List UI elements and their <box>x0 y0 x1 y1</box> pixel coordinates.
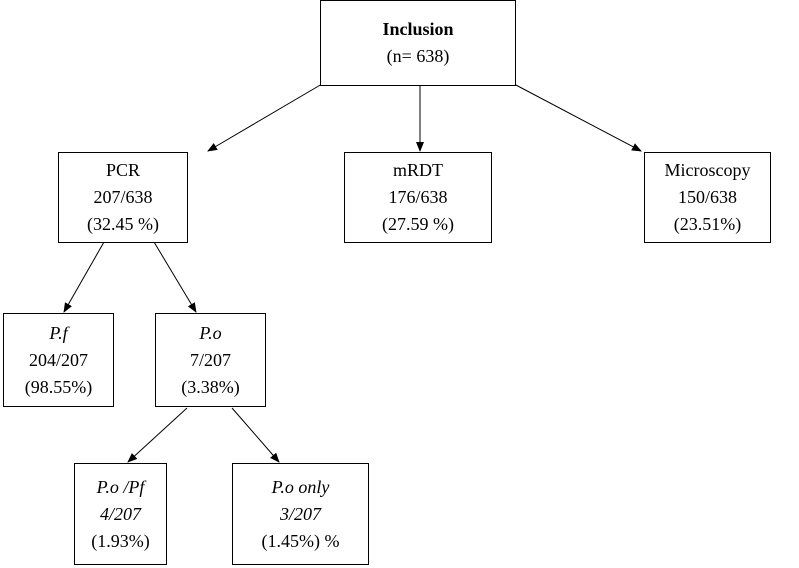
arrow-inclusion-to-microscopy <box>513 83 642 152</box>
pf-percent: (98.55%) <box>24 376 93 397</box>
mrdt-percent: (27.59 %) <box>382 214 454 234</box>
pcr-title: PCR <box>105 160 141 180</box>
arrow-pcr-to-pf <box>63 241 105 313</box>
inclusion-box: Inclusion (n= 638) <box>320 0 516 86</box>
microscopy-title: Microscopy <box>664 160 751 180</box>
arrow-po-to-popf <box>127 407 188 463</box>
po-pf-box: P.o /Pf 4/207 (1.93%) <box>74 463 167 565</box>
po-only-percent: (1.45%) % <box>261 530 340 551</box>
po-title: P.o <box>199 322 222 343</box>
po-box: P.o 7/207 (3.38%) <box>155 313 266 407</box>
pf-fraction: 204/207 <box>28 349 88 370</box>
mrdt-title: mRDT <box>392 160 443 180</box>
po-percent: (3.38%) <box>181 376 240 397</box>
microscopy-box: Microscopy 150/638 (23.51%) <box>644 152 771 243</box>
inclusion-title: Inclusion <box>382 19 454 39</box>
arrow-inclusion-to-pcr <box>207 83 323 152</box>
po-pf-title: P.o /Pf <box>96 476 145 497</box>
pf-title: P.f <box>49 322 68 343</box>
po-pf-fraction: 4/207 <box>99 503 141 524</box>
microscopy-percent: (23.51%) <box>673 214 742 234</box>
mrdt-box: mRDT 176/638 (27.59 %) <box>344 152 492 243</box>
po-only-fraction: 3/207 <box>279 503 321 524</box>
arrow-po-to-poonly <box>231 407 280 463</box>
pcr-fraction: 207/638 <box>93 187 153 207</box>
po-only-box: P.o only 3/207 (1.45%) % <box>232 463 369 565</box>
mrdt-fraction: 176/638 <box>388 187 448 207</box>
po-fraction: 7/207 <box>189 349 231 370</box>
po-pf-percent: (1.93%) <box>91 530 150 551</box>
inclusion-count: (n= 638) <box>386 46 450 66</box>
pf-box: P.f 204/207 (98.55%) <box>3 313 114 407</box>
microscopy-fraction: 150/638 <box>677 187 737 207</box>
arrow-pcr-to-po <box>153 241 197 313</box>
pcr-box: PCR 207/638 (32.45 %) <box>58 152 188 243</box>
pcr-percent: (32.45 %) <box>87 214 159 234</box>
po-only-title: P.o only <box>271 476 330 497</box>
